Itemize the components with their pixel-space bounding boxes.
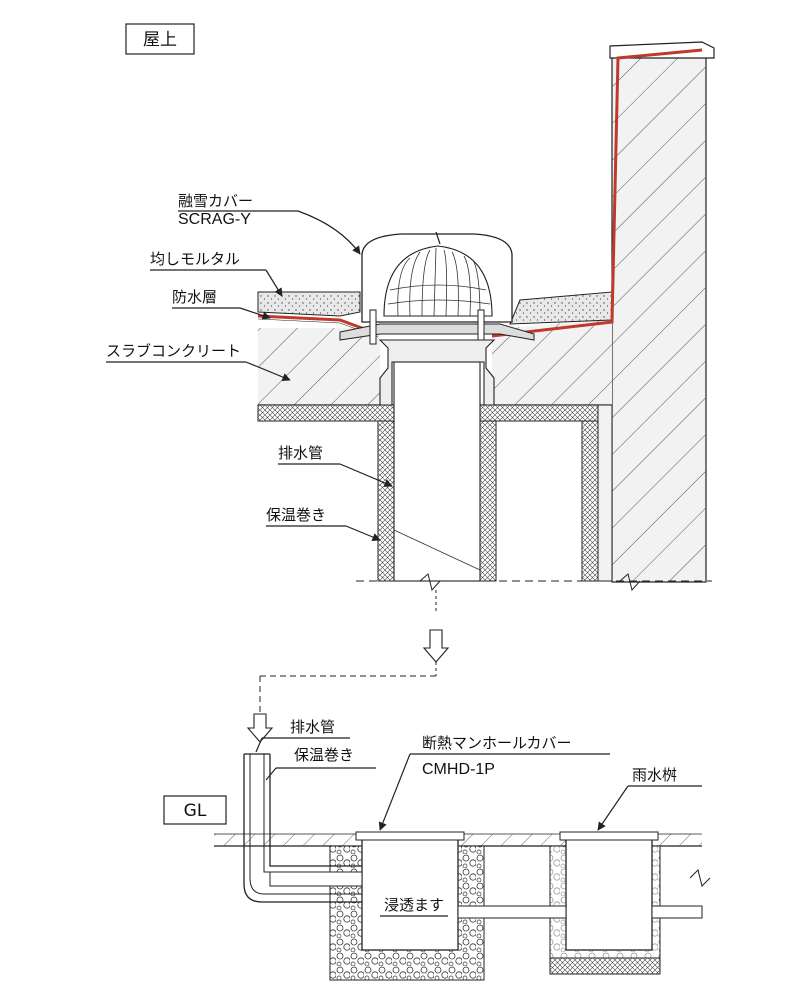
ground-drain-pipe — [243, 753, 362, 903]
label-drain-pipe-bottom: 排水管 — [290, 718, 335, 736]
label-insulation-bottom: 保温巻き — [294, 746, 354, 764]
gl-label-box — [163, 795, 227, 825]
label-leveling-mortar: 均しモルタル — [150, 250, 240, 268]
leveling-mortar — [257, 291, 613, 325]
label-manhole-cover-model: CMHD-1P — [422, 761, 495, 778]
drain-pipe-vertical — [356, 361, 712, 612]
label-insulation-top: 保温巻き — [266, 506, 326, 524]
gl-label: GL — [184, 801, 207, 821]
flow-connector — [246, 629, 450, 743]
slab-concrete — [258, 318, 612, 406]
label-snow-cover: 融雪カバー — [178, 192, 253, 210]
rooftop-label-box — [125, 23, 195, 55]
roof-drain-assembly — [339, 231, 535, 406]
room-wall — [581, 404, 613, 582]
label-drain-pipe-top: 排水管 — [278, 444, 323, 462]
rooftop-label: 屋上 — [143, 30, 177, 50]
label-rain-basin: 雨水桝 — [632, 766, 677, 784]
label-manhole-cover: 断熱マンホールカバー — [422, 734, 572, 752]
rain-basin — [549, 831, 661, 975]
ground-section: GL — [163, 718, 711, 981]
label-slab-concrete: スラブコンクリート — [106, 342, 241, 360]
parapet-wall — [609, 41, 715, 583]
label-waterproof-layer: 防水層 — [172, 288, 217, 306]
ground-labels: 排水管 保温巻き 断熱マンホールカバー CMHD-1P 雨水桝 浸透ます — [255, 718, 702, 917]
label-infiltration-basin: 浸透ます — [384, 896, 444, 914]
label-snow-cover-model: SCRAG-Y — [178, 211, 251, 228]
infiltration-basin — [355, 831, 465, 951]
rooftop-section: 屋上 — [106, 23, 715, 612]
horizontal-pipes — [269, 869, 711, 919]
rooftop-labels: 融雪カバー SCRAG-Y 均しモルタル 防水層 スラブコンクリート 排水管 保… — [106, 192, 393, 542]
